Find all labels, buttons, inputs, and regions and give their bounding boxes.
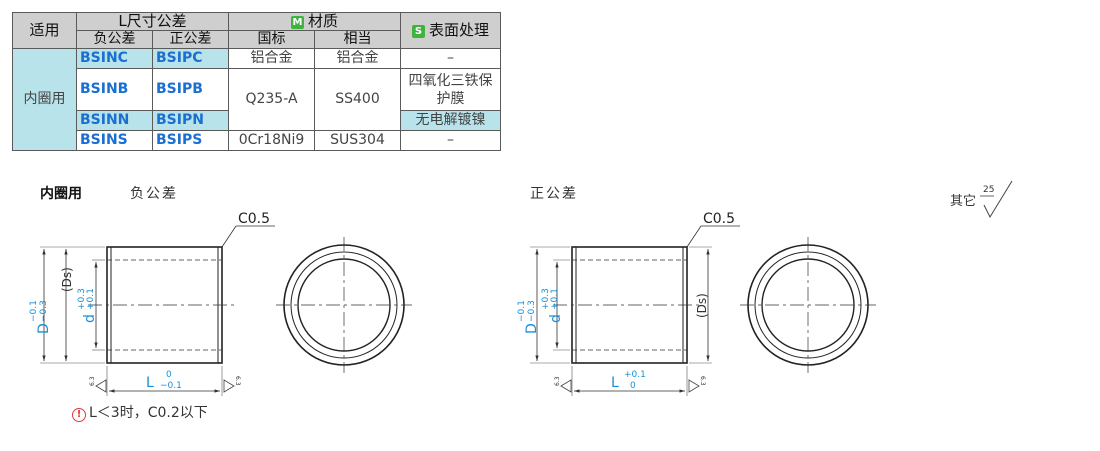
warning-icon: ! (72, 408, 86, 422)
dim-D-tol-upper: −0.1 (517, 300, 527, 322)
dim-d-label: d (82, 314, 98, 323)
part-code-pos[interactable]: BSIPC (152, 48, 229, 69)
dim-D-label: D (36, 323, 52, 334)
roughness-icon: 6.3 (223, 376, 241, 393)
dim-L-label: L (611, 375, 619, 391)
table-row: BSINN BSIPN 无电解镀镍 (13, 110, 501, 131)
dim-d-label: d (548, 314, 564, 323)
surface-cell: – (400, 130, 501, 151)
dim-L-tol-upper: +0.1 (624, 370, 646, 380)
dim-d-tol-lower: +0.1 (86, 288, 96, 310)
dim-L-label: L (146, 375, 154, 391)
category-cell: 内圈用 (12, 48, 77, 151)
header-positive: 正公差 (152, 30, 229, 49)
roughness-icon: 6.3 (688, 376, 706, 393)
material-equiv: 铝合金 (314, 48, 401, 69)
svg-text:6.3: 6.3 (234, 376, 241, 386)
dim-D-label: D (524, 323, 540, 334)
other-label: 其它 (950, 194, 977, 209)
dim-Ds-label: (Ds) (695, 293, 709, 318)
header-surface-label: 表面处理 (428, 21, 489, 39)
header-apply: 适用 (12, 12, 77, 49)
chamfer-label: C0.5 (238, 211, 270, 227)
header-material-label: 材质 (307, 12, 338, 30)
roughness-icon: 6.3 (554, 376, 572, 393)
svg-text:6.3: 6.3 (89, 376, 96, 386)
table-row: BSINS BSIPS 0Cr18Ni9 SUS304 – (13, 130, 501, 151)
svg-text:6.3: 6.3 (554, 376, 561, 386)
part-code-pos[interactable]: BSIPS (152, 130, 229, 151)
part-code-neg[interactable]: BSINN (76, 110, 153, 131)
svg-text:6.3: 6.3 (699, 376, 706, 386)
dim-L-tol-lower: 0 (630, 381, 636, 391)
dim-D-tol-upper: −0.1 (29, 300, 39, 322)
material-badge: M (290, 16, 304, 29)
roughness-icon: 6.3 (89, 376, 107, 393)
dim-d-tol-upper: +0.3 (541, 288, 551, 310)
positive-end-view (740, 237, 876, 373)
dim-Ds-label: (Ds) (60, 267, 74, 292)
note: !L＜3时，C0.2以下 (72, 402, 208, 422)
surface-cell: 无电解镀镍 (400, 110, 501, 131)
chamfer-label: C0.5 (703, 211, 735, 227)
part-code-pos[interactable]: BSIPB (152, 68, 229, 111)
part-code-pos[interactable]: BSIPN (152, 110, 229, 131)
dim-d-tol-upper: +0.3 (77, 288, 87, 310)
dim-D-tol-lower: −0.3 (39, 300, 49, 322)
dim-L-tol-upper: 0 (166, 370, 172, 380)
material-gb: Q235-A (228, 68, 315, 131)
other-roughness-value: 25 (983, 185, 994, 195)
material-gb: 0Cr18Ni9 (228, 130, 315, 151)
part-code-neg[interactable]: BSINS (76, 130, 153, 151)
header-negative: 负公差 (76, 30, 153, 49)
part-code-neg[interactable]: BSINC (76, 48, 153, 69)
material-equiv: SS400 (314, 68, 401, 131)
table-row: 内圈用 BSINC BSIPC 铝合金 铝合金 – (12, 48, 501, 151)
dim-D-tol-lower: −0.3 (527, 300, 537, 322)
positive-label: 正公差 (530, 186, 578, 202)
section-label: 内圈用 (40, 186, 82, 202)
dim-d-tol-lower: +0.1 (550, 288, 560, 310)
dim-L-tol-lower: −0.1 (160, 381, 182, 391)
material-equiv: SUS304 (314, 130, 401, 151)
note-text: L＜3时，C0.2以下 (89, 405, 208, 421)
negative-label: 负公差 (130, 186, 178, 202)
surface-badge: S (411, 25, 425, 38)
other-roughness-symbol: 25 (980, 180, 1013, 219)
negative-side-view: C0.5 D −0.1 −0.3 (Ds) d +0.3 +0.1 L 0 −0… (29, 211, 275, 396)
negative-end-view (276, 237, 412, 373)
positive-side-view: C0.5 D −0.1 −0.3 d +0.3 +0.1 (Ds) L +0.1… (517, 211, 740, 396)
header-gb: 国标 (228, 30, 315, 49)
